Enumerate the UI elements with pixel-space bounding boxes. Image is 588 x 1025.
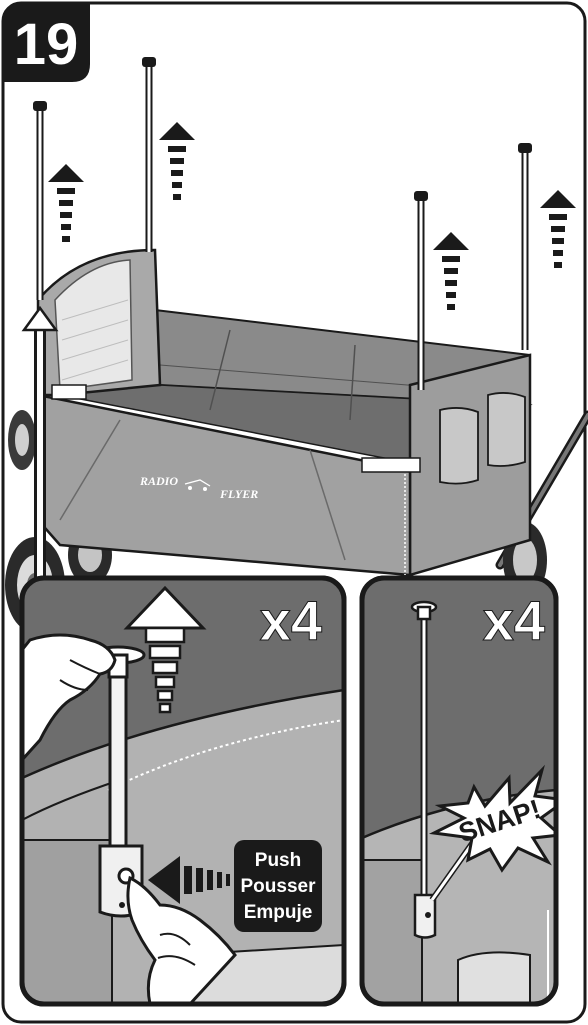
push-label-fr: Pousser [241,876,317,897]
pole-sleeve [415,895,435,938]
brand-left-text: RADIO [139,474,178,488]
push-label-box: Push Pousser Empuje [234,840,322,932]
wagon-pocket-left [440,408,478,484]
push-label-en: Push [255,850,301,871]
step-number-badge: 19 [3,3,90,82]
inset-right: SNAP! x4 [362,578,566,1004]
inset-left: Push Pousser Empuje x4 [22,578,344,1004]
brand-right-text: FLYER [219,487,258,501]
wagon-wheel-rear-left [8,410,36,470]
inset-left-count: x4 [260,589,322,652]
step-number-text: 19 [14,12,79,77]
strap-tab-front [362,458,420,472]
inset-right-count: x4 [483,589,545,652]
canopy-pole-icon [110,672,126,852]
push-label-es: Empuje [244,902,313,923]
wagon-pocket-right [488,393,525,466]
strap-tab-left [52,385,86,399]
